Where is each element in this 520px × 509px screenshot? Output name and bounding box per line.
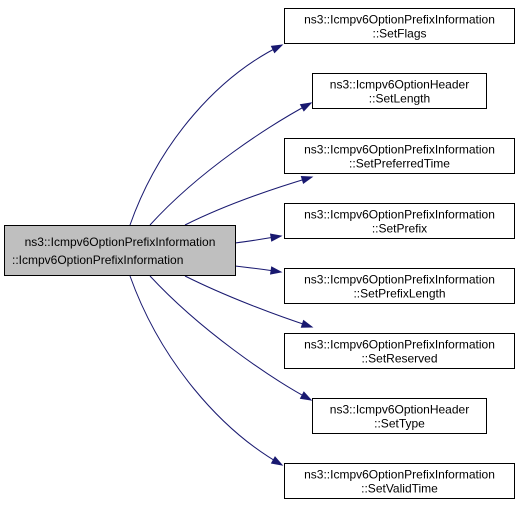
target-node-line1: ns3::Icmpv6OptionPrefixInformation [304, 338, 495, 352]
target-node[interactable]: ns3::Icmpv6OptionHeader::SetType [312, 398, 487, 434]
call-edge [184, 176, 313, 226]
target-node-line2: ::SetPreferredTime [349, 157, 450, 171]
target-nodes: ns3::Icmpv6OptionPrefixInformation::SetF… [284, 8, 515, 499]
target-node-line1: ns3::Icmpv6OptionHeader [330, 403, 469, 417]
call-edge [129, 275, 283, 466]
target-node[interactable]: ns3::Icmpv6OptionPrefixInformation::SetF… [284, 8, 515, 44]
target-node-line1: ns3::Icmpv6OptionPrefixInformation [304, 468, 495, 482]
target-node-line2: ::SetPrefixLength [353, 287, 445, 301]
target-node-line2: ::SetReserved [361, 352, 437, 366]
call-edge [149, 275, 312, 401]
call-edge [184, 275, 313, 328]
call-edge [129, 44, 283, 226]
target-node-box [312, 73, 487, 109]
arrowhead [299, 391, 313, 401]
source-node-line1: ns3::Icmpv6OptionPrefixInformation [25, 235, 216, 249]
target-node[interactable]: ns3::Icmpv6OptionPrefixInformation::SetR… [284, 333, 515, 369]
arrowhead [299, 102, 313, 112]
target-node-box [284, 203, 515, 239]
target-node-line2: ::SetValidTime [361, 482, 438, 496]
arrowhead [300, 175, 314, 185]
target-node-line2: ::SetPrefix [372, 222, 427, 236]
call-edge [149, 102, 312, 226]
target-node-line2: ::SetFlags [372, 27, 426, 41]
target-node[interactable]: ns3::Icmpv6OptionPrefixInformation::SetP… [284, 203, 515, 239]
call-edges [129, 44, 314, 466]
target-node-line1: ns3::Icmpv6OptionHeader [330, 78, 469, 92]
target-node-line1: ns3::Icmpv6OptionPrefixInformation [304, 13, 495, 27]
arrowhead [270, 456, 284, 466]
source-node-line2: ::Icmpv6OptionPrefixInformation [12, 253, 183, 267]
target-node-box [284, 138, 515, 174]
arrowhead [269, 266, 283, 275]
target-node-box [284, 333, 515, 369]
target-node-line1: ns3::Icmpv6OptionPrefixInformation [304, 273, 495, 287]
source-node-box [4, 225, 236, 276]
target-node-box [284, 463, 515, 499]
source-node[interactable]: ns3::Icmpv6OptionPrefixInformation ::Icm… [4, 225, 236, 276]
target-node[interactable]: ns3::Icmpv6OptionHeader::SetLength [312, 73, 487, 109]
target-node-box [312, 398, 487, 434]
arrowhead [269, 233, 283, 242]
target-node-box [284, 268, 515, 304]
target-node-line2: ::SetLength [369, 92, 430, 106]
arrowhead [270, 44, 284, 54]
target-node[interactable]: ns3::Icmpv6OptionPrefixInformation::SetP… [284, 268, 515, 304]
target-node-line1: ns3::Icmpv6OptionPrefixInformation [304, 143, 495, 157]
target-node[interactable]: ns3::Icmpv6OptionPrefixInformation::SetV… [284, 463, 515, 499]
target-node-line1: ns3::Icmpv6OptionPrefixInformation [304, 208, 495, 222]
target-node[interactable]: ns3::Icmpv6OptionPrefixInformation::SetP… [284, 138, 515, 174]
target-node-line2: ::SetType [374, 417, 425, 431]
arrowhead [300, 319, 314, 328]
target-node-box [284, 8, 515, 44]
